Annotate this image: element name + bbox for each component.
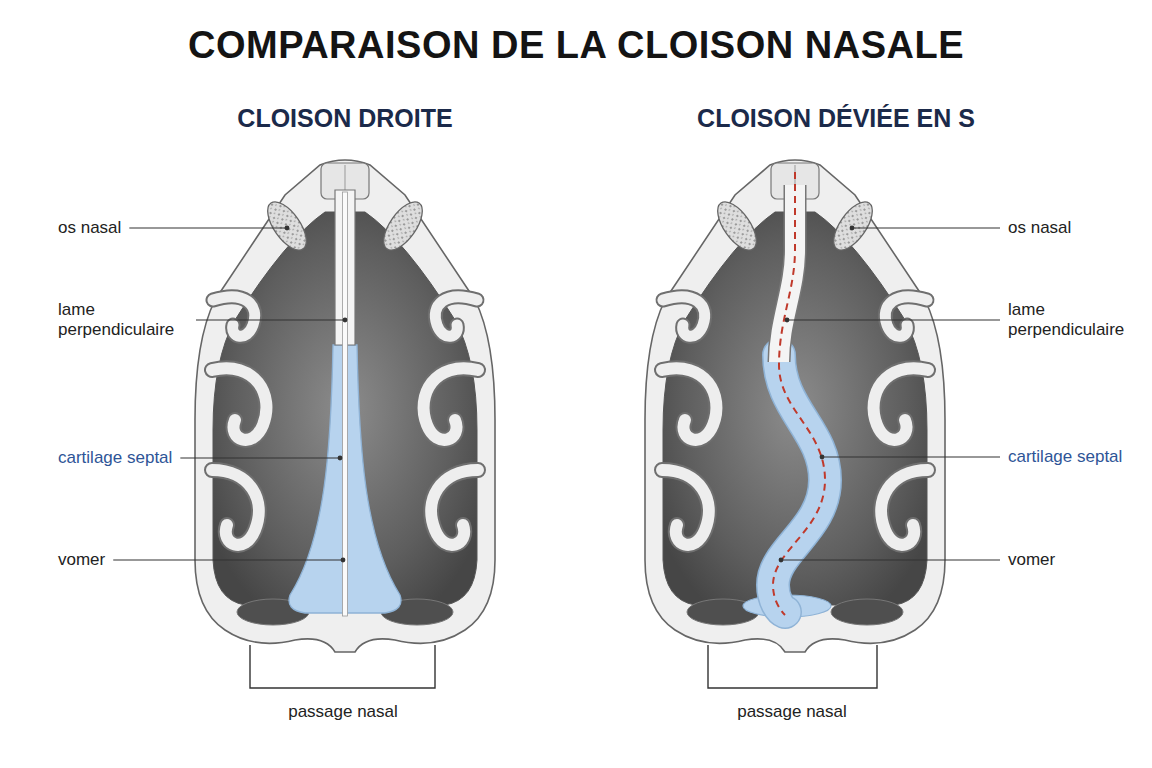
straight-septum-figure	[195, 160, 495, 652]
passage-bracket	[250, 645, 435, 688]
figure-heading: CLOISON DÉVIÉE EN S	[697, 103, 975, 133]
bracket-label: passage nasal	[737, 702, 847, 722]
diagram-title: COMPARAISON DE LA CLOISON NASALE	[188, 23, 964, 69]
bracket-label: passage nasal	[288, 702, 398, 722]
leader-line	[129, 227, 287, 228]
part-label: vomer	[58, 550, 105, 570]
leader-dot	[343, 318, 348, 323]
leader-dot	[785, 318, 790, 323]
septal-cartilage	[773, 355, 825, 612]
leader-dot	[820, 455, 825, 460]
part-label: cartilage septal	[58, 448, 172, 468]
part-label: lame perpendiculaire	[58, 300, 188, 341]
part-label: os nasal	[58, 218, 121, 238]
leader-line	[196, 319, 345, 320]
leader-line	[781, 559, 1000, 560]
passage-bracket	[708, 645, 877, 688]
leader-line	[787, 319, 1000, 320]
deviation-line	[773, 172, 825, 615]
figure-heading: CLOISON DROITE	[237, 103, 452, 133]
leader-dot	[285, 226, 290, 231]
leader-line	[180, 457, 340, 458]
leader-dot	[341, 558, 346, 563]
nose-anatomy	[645, 160, 945, 652]
leader-line	[852, 227, 1000, 228]
deviated-septum-figure	[645, 160, 945, 652]
part-label: vomer	[1008, 550, 1055, 570]
leader-dot	[850, 226, 855, 231]
leader-dot	[338, 456, 343, 461]
nose-anatomy	[195, 160, 495, 652]
part-label: lame perpendiculaire	[1008, 300, 1138, 341]
leader-line	[822, 456, 1000, 457]
septum-midline	[343, 192, 348, 616]
leader-line	[113, 559, 343, 560]
leader-dot	[779, 558, 784, 563]
septal-cartilage-outline	[773, 355, 825, 612]
part-label: os nasal	[1008, 218, 1071, 238]
part-label: cartilage septal	[1008, 447, 1122, 467]
